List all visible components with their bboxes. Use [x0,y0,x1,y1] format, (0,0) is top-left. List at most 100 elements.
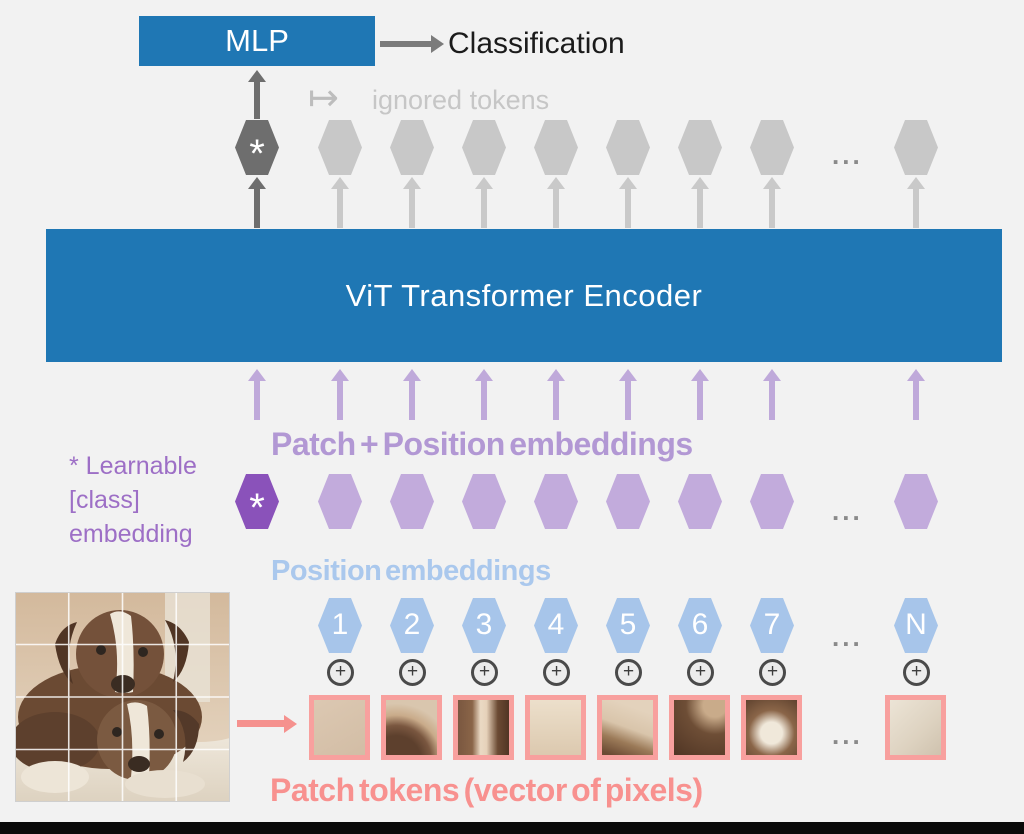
position-token-hex: 1 [318,598,362,653]
output-token-hex [894,120,938,175]
position-number: 4 [547,607,565,641]
encoder-output-arrow [619,177,637,228]
class-token-to-mlp-arrow [248,70,266,119]
plus-glyph: + [478,661,491,682]
mlp-box: MLP [139,16,375,66]
patch-embedding-hex [534,474,578,529]
patch-embedding-hex [678,474,722,529]
patch-embedding-hex [894,474,938,529]
learnable-note-line3: embedding [69,520,193,548]
position-token-hex: 2 [390,598,434,653]
plus-circle-icon: + [903,659,930,686]
image-patch [669,695,730,760]
ellipsis-icon: ... [832,140,863,170]
image-patch [309,695,370,760]
star-glyph: * [249,131,265,176]
plus-circle-icon: + [759,659,786,686]
class-embedding-hex: * [235,474,279,529]
encoder-output-arrow [403,177,421,228]
patch-embedding-hex [606,474,650,529]
position-token-hex: N [894,598,938,653]
learnable-note-line1: * Learnable [69,452,197,480]
maps-to-icon: ↦ [308,76,340,119]
embedding-input-arrow [547,369,565,420]
position-token-hex: 3 [462,598,506,653]
encoder-output-arrow [907,177,925,228]
ignored-tokens-label: ignored tokens [372,85,550,115]
plus-circle-icon: + [399,659,426,686]
class-output-token-hex: * [235,120,279,175]
image-patch [525,695,586,760]
embedding-input-arrow [691,369,709,420]
patch-position-embeddings-label: Patch + Position embeddings [271,426,693,462]
plus-glyph: + [550,661,563,682]
position-token-hex: 7 [750,598,794,653]
position-number: 7 [763,607,781,641]
position-number: 1 [331,607,349,641]
plus-glyph: + [406,661,419,682]
mlp-to-classification-arrow [380,35,444,53]
patch-tokens-label: Patch tokens (vector of pixels) [270,772,703,808]
plus-glyph: + [622,661,635,682]
embedding-input-arrow [403,369,421,420]
plus-glyph: + [334,661,347,682]
position-number: 2 [403,607,421,641]
plus-circle-icon: + [327,659,354,686]
encoder-output-arrow [547,177,565,228]
embedding-input-arrow [331,369,349,420]
embedding-input-arrow [907,369,925,420]
output-token-hex [534,120,578,175]
output-token-hex [678,120,722,175]
embedding-input-arrow [248,369,266,420]
position-number: N [905,607,927,641]
patch-embedding-hex [318,474,362,529]
image-to-patch-arrow [237,715,297,733]
embedding-input-arrow [475,369,493,420]
encoder-box: ViT Transformer Encoder [46,229,1002,362]
plus-glyph: + [694,661,707,682]
position-number: 3 [475,607,493,641]
patch-embedding-hex [390,474,434,529]
encoder-output-arrow [763,177,781,228]
input-image [15,592,230,802]
output-token-hex [462,120,506,175]
position-token-hex: 4 [534,598,578,653]
bottom-bar [0,822,1024,834]
image-patch [453,695,514,760]
output-token-hex [318,120,362,175]
position-number: 5 [619,607,637,641]
ellipsis-icon: ... [832,496,863,526]
patch-embedding-hex [750,474,794,529]
plus-circle-icon: + [687,659,714,686]
learnable-note-line2: [class] [69,486,140,514]
position-number: 6 [691,607,709,641]
position-token-hex: 5 [606,598,650,653]
output-token-hex [750,120,794,175]
plus-circle-icon: + [471,659,498,686]
position-token-hex: 6 [678,598,722,653]
ellipsis-icon: ... [832,622,863,652]
mlp-label: MLP [225,23,289,58]
encoder-label: ViT Transformer Encoder [345,277,703,313]
image-patch [741,695,802,760]
encoder-output-arrow [691,177,709,228]
encoder-output-arrow [248,177,266,228]
star-glyph: * [249,485,265,530]
image-patch [885,695,946,760]
output-token-hex [390,120,434,175]
position-embeddings-label: Position embeddings [271,555,551,587]
embedding-input-arrow [763,369,781,420]
embedding-input-arrow [619,369,637,420]
image-patch [381,695,442,760]
image-patch [597,695,658,760]
classification-label: Classification [448,27,625,60]
plus-glyph: + [910,661,923,682]
plus-glyph: + [766,661,779,682]
plus-circle-icon: + [543,659,570,686]
ellipsis-icon: ... [832,720,863,750]
patch-embedding-hex [462,474,506,529]
encoder-output-arrow [475,177,493,228]
image-grid [15,592,230,802]
output-token-hex [606,120,650,175]
